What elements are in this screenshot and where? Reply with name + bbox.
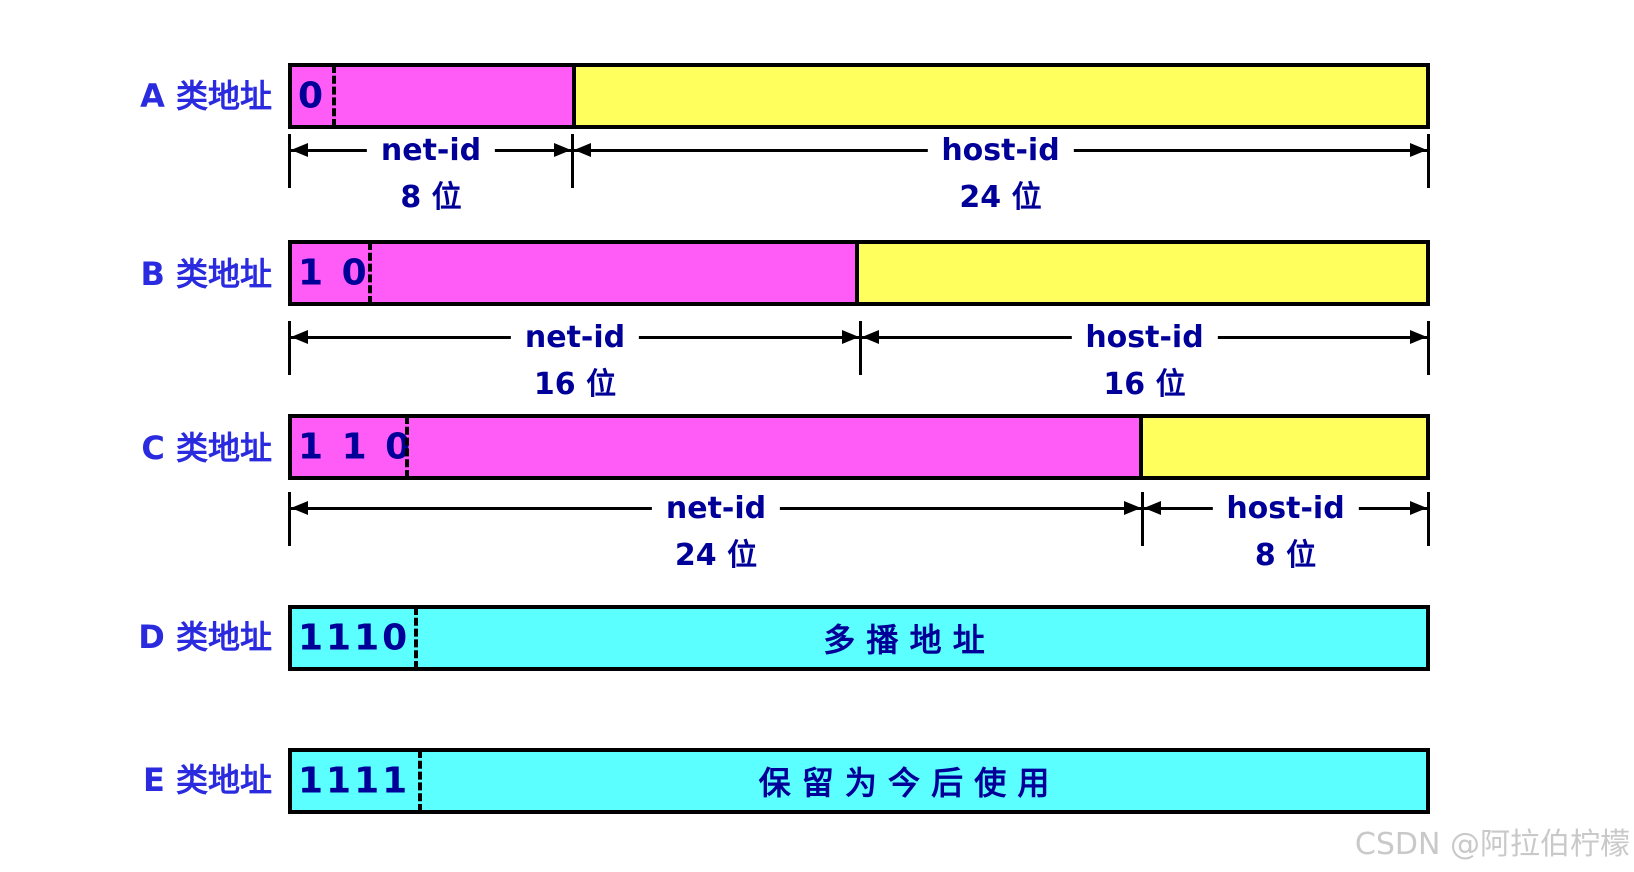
class-a-bar: 0 — [288, 63, 1430, 129]
arrowhead-left-icon — [291, 143, 308, 157]
arrowhead-left-icon — [862, 330, 879, 344]
class-a-host-id-dimension: host-id 24 位 — [571, 132, 1430, 215]
row-label-class-c: C 类地址 — [141, 429, 272, 467]
class-b-host-id-segment — [859, 244, 1426, 302]
class-d-bar: 1110 多 播 地 址 — [288, 605, 1430, 671]
dimension-label: host-id — [1071, 319, 1218, 356]
class-c-prefix-bits: 1 1 0 — [298, 426, 414, 468]
dimension-terminator — [1427, 134, 1430, 188]
arrowhead-left-icon — [574, 143, 591, 157]
class-c-host-id-dimension: host-id 8 位 — [1141, 490, 1430, 573]
dimension-label: host-id — [1212, 490, 1359, 527]
dimension-bits-label: 8 位 — [1254, 538, 1317, 573]
dimension-terminator — [1141, 492, 1144, 546]
class-e-bar: 1111 保 留 为 今 后 使 用 — [288, 748, 1430, 814]
dimension-terminator — [288, 134, 291, 188]
class-a-prefix-bits: 0 — [298, 75, 327, 117]
csdn-watermark: CSDN @阿拉伯柠檬 — [1354, 827, 1630, 862]
class-b-prefix-divider-dashed-line — [368, 242, 372, 304]
class-e-prefix-bits: 1111 — [298, 760, 411, 802]
class-d-prefix-divider-dashed-line — [414, 607, 418, 669]
class-e-reserved-segment — [292, 752, 1426, 810]
class-a-prefix-divider-dashed-line — [332, 65, 336, 127]
class-b-net-id-segment — [292, 244, 859, 302]
class-c-host-id-segment — [1142, 418, 1426, 476]
dimension-label: net-id — [366, 132, 496, 169]
row-label-class-d: D 类地址 — [138, 618, 272, 656]
arrowhead-left-icon — [291, 330, 308, 344]
class-b-bar: 1 0 — [288, 240, 1430, 306]
class-d-prefix-bits: 1110 — [298, 617, 411, 659]
dimension-bits-label: 8 位 — [400, 180, 462, 215]
arrowhead-right-icon — [1124, 501, 1141, 515]
dimension-label: host-id — [927, 132, 1074, 169]
class-c-net-id-segment — [292, 418, 1143, 476]
dimension-label: net-id — [651, 490, 781, 527]
class-d-multicast-segment — [292, 609, 1426, 667]
dimension-terminator — [1427, 492, 1430, 546]
dimension-terminator — [859, 321, 862, 375]
arrowhead-right-icon — [842, 330, 859, 344]
arrowhead-right-icon — [1410, 143, 1427, 157]
dimension-label: net-id — [510, 319, 640, 356]
class-c-bar: 1 1 0 — [288, 414, 1430, 480]
class-b-host-id-dimension: host-id 16 位 — [859, 319, 1430, 402]
arrowhead-right-icon — [1410, 501, 1427, 515]
dimension-bits-label: 24 位 — [674, 538, 758, 573]
arrowhead-left-icon — [291, 501, 308, 515]
class-b-net-id-dimension: net-id 16 位 — [288, 319, 862, 402]
row-label-class-e: E 类地址 — [142, 761, 272, 799]
dimension-terminator — [1427, 321, 1430, 375]
dimension-terminator — [571, 134, 574, 188]
arrowhead-right-icon — [1410, 330, 1427, 344]
dimension-bits-label: 16 位 — [533, 367, 617, 402]
class-e-prefix-divider-dashed-line — [418, 750, 422, 812]
class-d-description: 多 播 地 址 — [823, 621, 985, 659]
class-a-net-id-dimension: net-id 8 位 — [288, 132, 574, 215]
class-a-host-id-segment — [575, 67, 1426, 125]
class-e-description: 保 留 为 今 后 使 用 — [758, 764, 1050, 802]
class-a-net-id-segment — [292, 67, 576, 125]
class-c-net-id-dimension: net-id 24 位 — [288, 490, 1144, 573]
dimension-terminator — [288, 492, 291, 546]
dimension-terminator — [288, 321, 291, 375]
dimension-bits-label: 16 位 — [1103, 367, 1186, 402]
arrowhead-left-icon — [1144, 501, 1161, 515]
class-b-prefix-bits: 1 0 — [298, 252, 370, 294]
arrowhead-right-icon — [554, 143, 571, 157]
dimension-bits-label: 24 位 — [959, 180, 1042, 215]
row-label-class-a: A 类地址 — [140, 77, 272, 115]
row-label-class-b: B 类地址 — [140, 255, 272, 293]
class-c-prefix-divider-dashed-line — [405, 416, 409, 478]
